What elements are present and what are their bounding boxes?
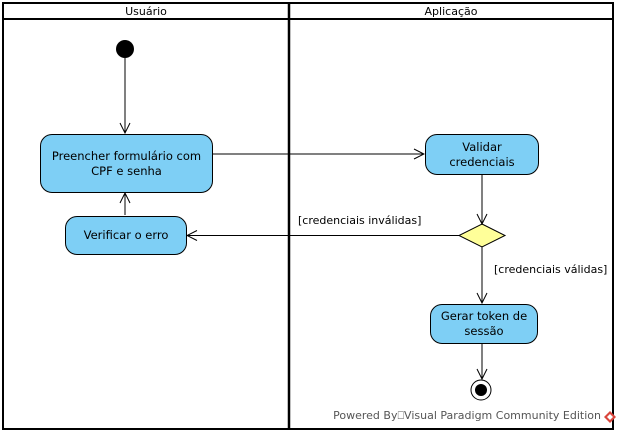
- watermark-text: Powered By⎕Visual Paradigm Community Edi…: [333, 409, 601, 422]
- action-validate: Validar credenciais: [425, 134, 539, 175]
- action-fill-form: Preencher formulário com CPF e senha: [40, 134, 213, 193]
- action-validate-label: Validar credenciais: [449, 139, 515, 169]
- initial-node: [116, 40, 134, 58]
- final-node-core: [475, 384, 487, 396]
- action-check-error-label: Verificar o erro: [83, 228, 169, 242]
- lane-title-aplicacao: Aplicação: [424, 5, 478, 18]
- visual-paradigm-logo-icon: [604, 411, 616, 423]
- guard-valid: [credenciais válidas]: [494, 263, 608, 276]
- guard-invalid: [credenciais inválidas]: [298, 214, 422, 227]
- action-check-error: Verificar o erro: [65, 216, 187, 255]
- decision-node: [457, 223, 507, 248]
- swimlane-frame: [2, 2, 614, 430]
- lane-title-usuario: Usuário: [125, 5, 167, 18]
- action-fill-form-label: Preencher formulário com CPF e senha: [51, 148, 202, 178]
- action-gen-token: Gerar token de sessão: [430, 304, 538, 344]
- action-gen-token-label: Gerar token de sessão: [440, 309, 528, 338]
